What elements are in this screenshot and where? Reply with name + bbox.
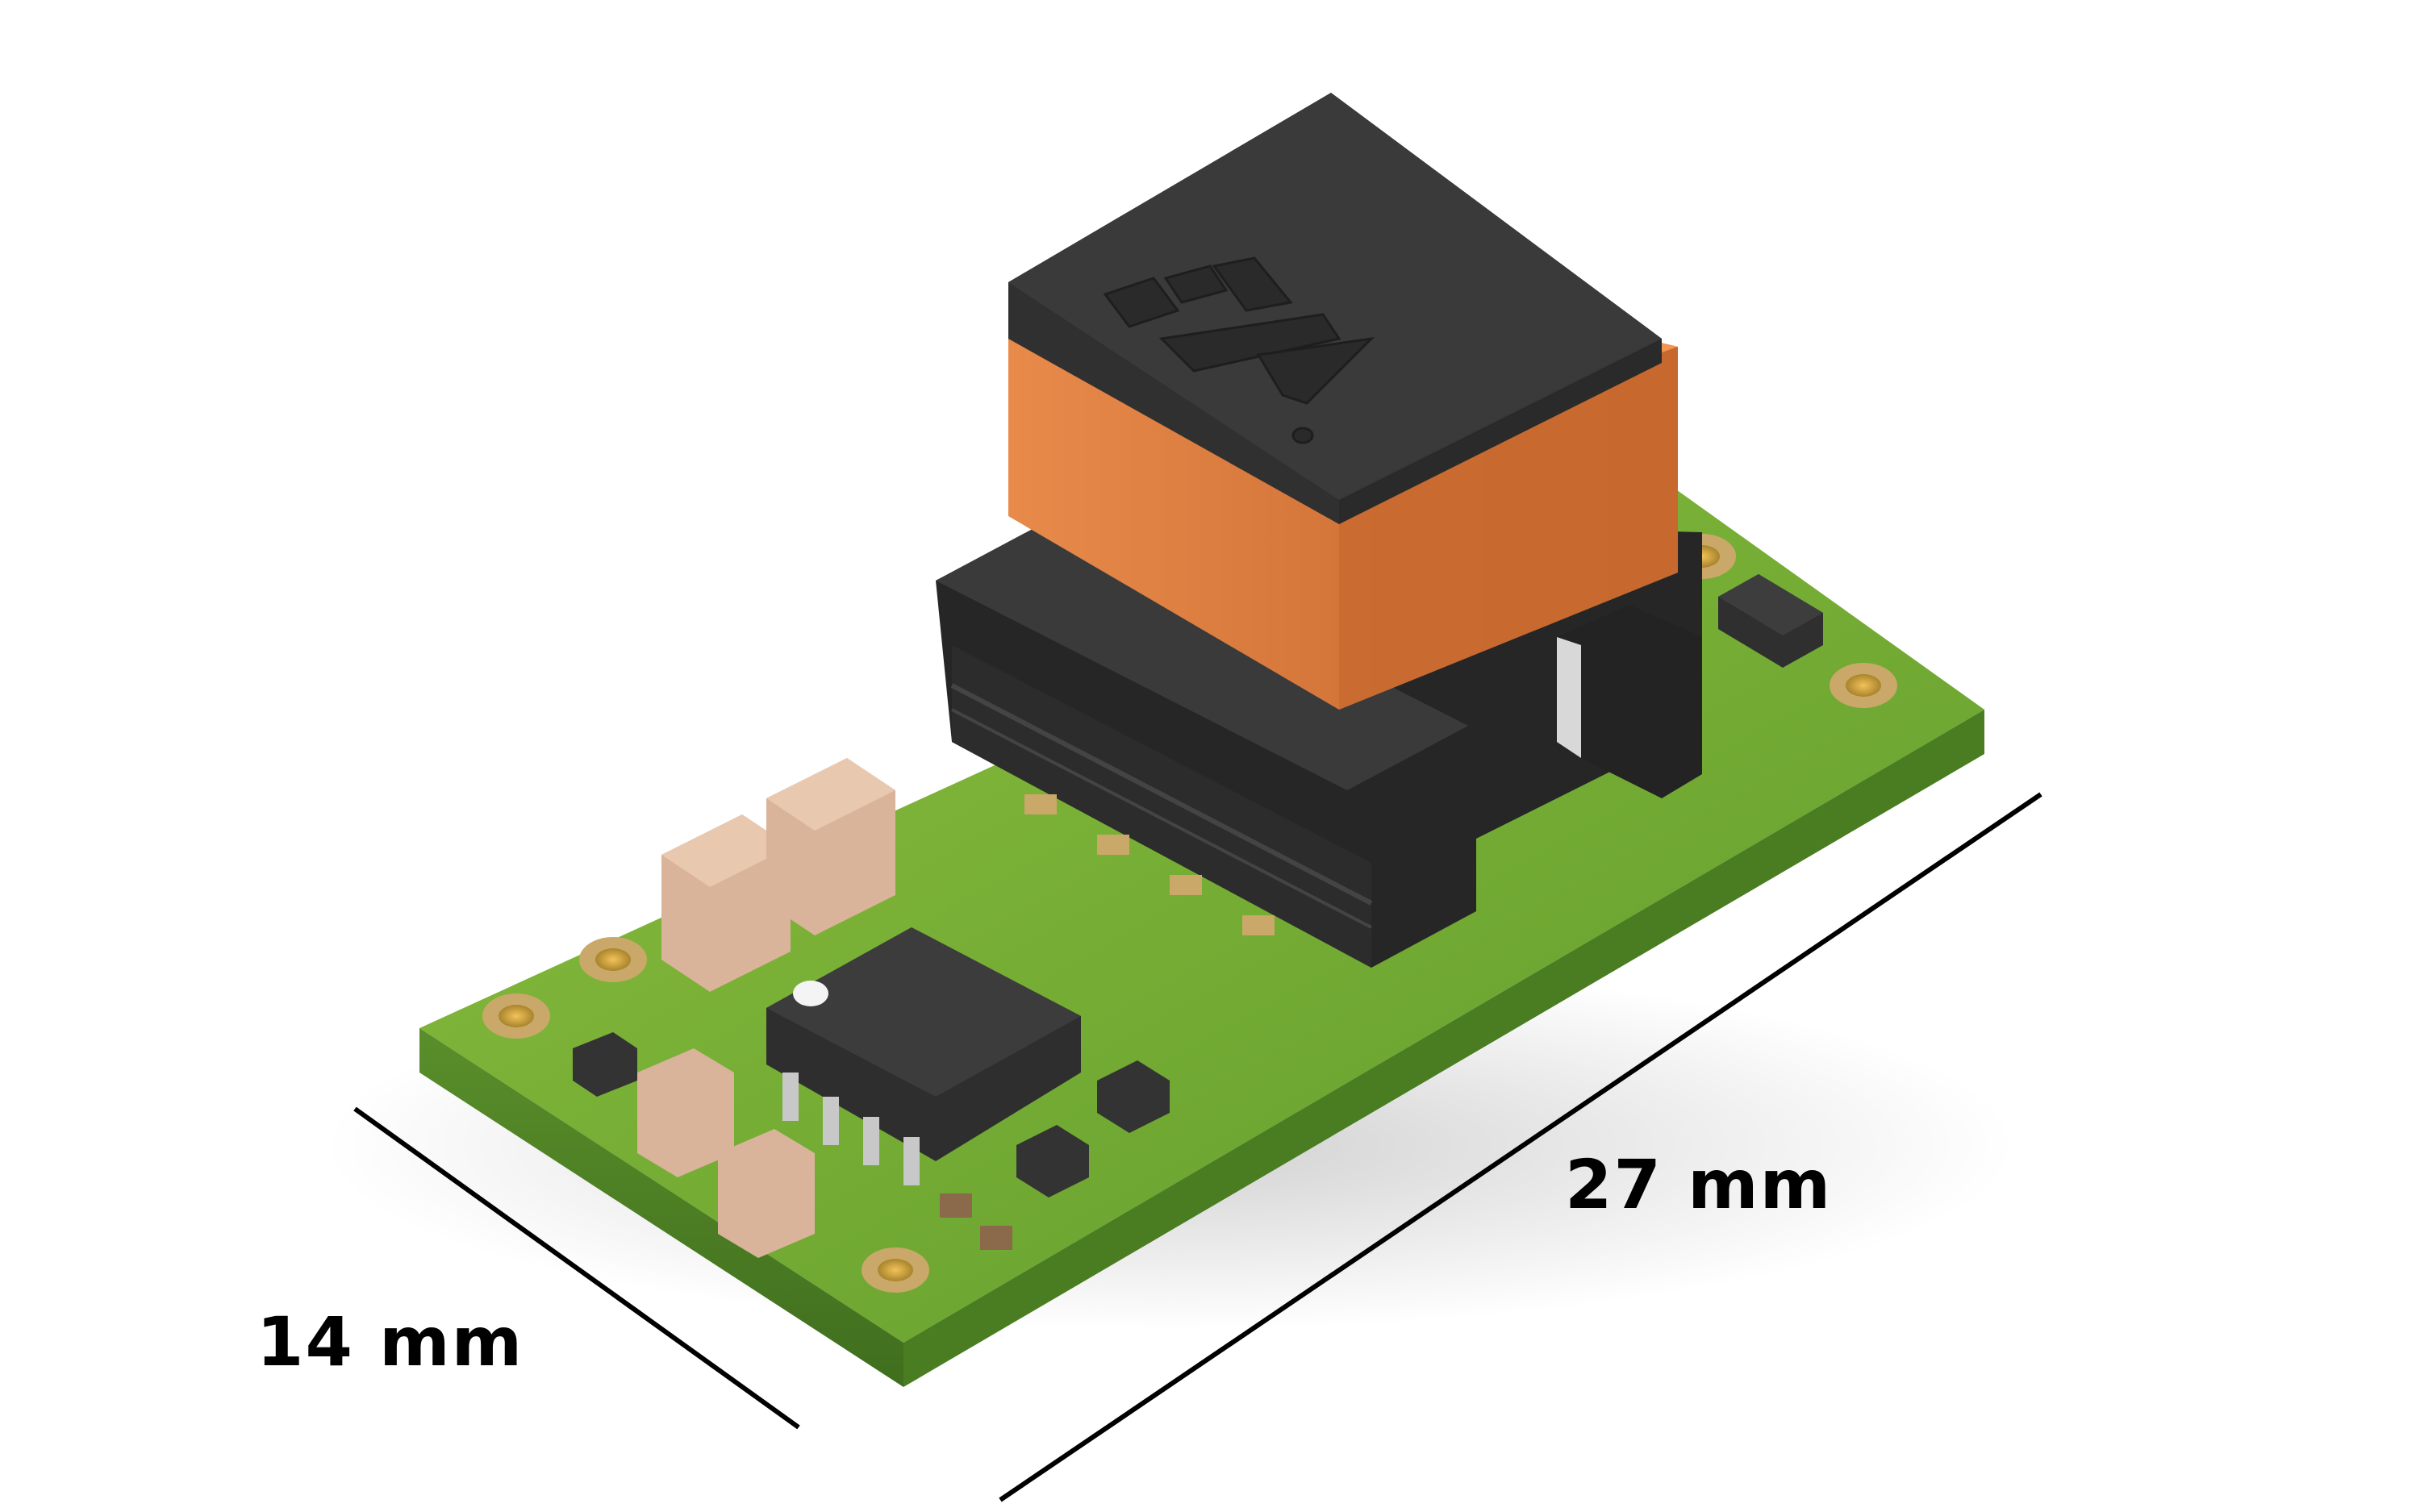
logo-icon [1103, 256, 1375, 444]
length-dimension-line [999, 792, 2042, 1502]
pin1-marker [793, 981, 828, 1006]
transformer-core [1008, 93, 1662, 524]
capacitors-bottom [573, 1032, 815, 1258]
diode [1718, 574, 1823, 668]
capacitors-top [661, 758, 895, 992]
ic-chip [766, 927, 1081, 1185]
smd-components [940, 1060, 1170, 1250]
width-dimension-line [353, 1106, 800, 1430]
width-label: 14 mm [257, 1302, 524, 1381]
length-label: 27 mm [1565, 1145, 1833, 1224]
